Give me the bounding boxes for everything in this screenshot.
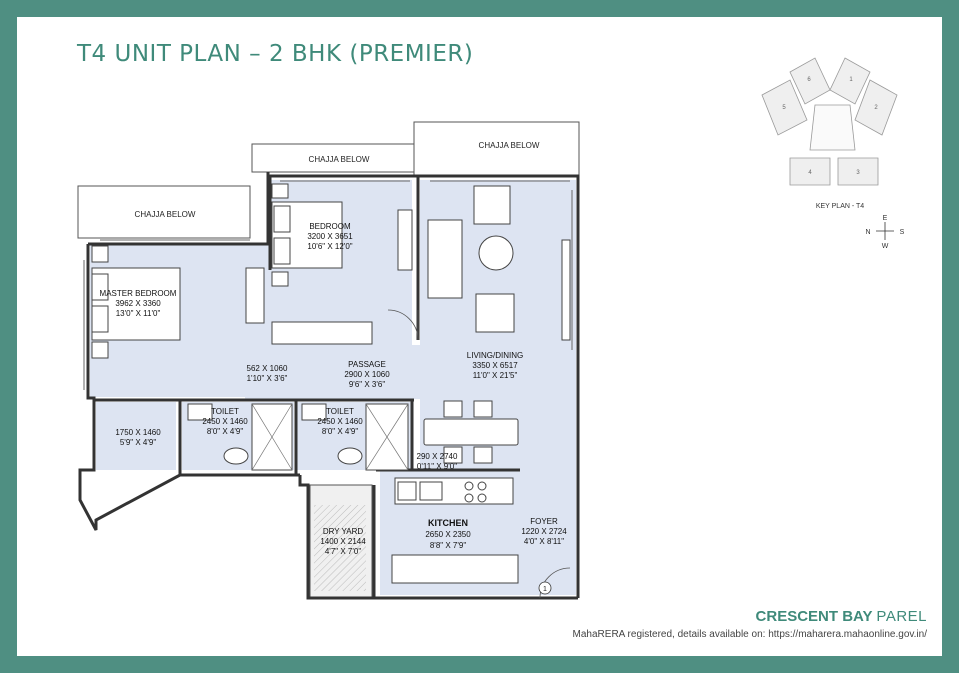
living-name: LIVING/DINING	[467, 351, 523, 360]
utility-floor	[96, 402, 176, 470]
key-unit-label: 5	[782, 105, 786, 111]
key-plan-label: KEY PLAN - T4	[816, 203, 864, 210]
washbasin	[223, 447, 249, 465]
entry-label: 1	[543, 586, 547, 593]
dry-yard-mm: 1400 X 2144	[320, 537, 366, 546]
chajja-label: CHAJJA BELOW	[479, 141, 540, 150]
toilet2-mm: 2450 X 1460	[317, 417, 363, 426]
master-bedroom-mm: 3962 X 3360	[115, 299, 161, 308]
compass-icon	[876, 222, 894, 240]
passage-name: PASSAGE	[348, 360, 386, 369]
sofa	[427, 219, 463, 299]
key-unit-1-shape	[829, 57, 871, 105]
foyer-name: FOYER	[530, 517, 558, 526]
foyer-mm: 1220 X 2724	[521, 527, 567, 536]
key-core-shape	[809, 104, 856, 151]
wc	[187, 403, 213, 421]
toilet2-ft: 8'0" X 4'9"	[322, 427, 358, 436]
dry-yard-ft: 4'7" X 7'0"	[325, 547, 361, 556]
key-unit-3-shape	[837, 157, 879, 186]
living-ft: 11'0" X 21'5"	[473, 371, 518, 380]
passage-floor	[245, 345, 425, 399]
room-labels: BEDROOM 3200 X 3651 10'6" X 12'0" MASTER…	[100, 222, 568, 556]
coffee-table	[478, 235, 514, 271]
niche-ft: 1'10" X 3'6"	[247, 374, 288, 383]
page-title: T4 UNIT PLAN – 2 BHK (PREMIER)	[77, 41, 474, 67]
niche-mm: 562 X 1060	[247, 364, 288, 373]
entry-marker	[538, 581, 552, 595]
bedroom-mm: 3200 X 3651	[307, 232, 353, 241]
key-unit-2-shape	[854, 79, 898, 136]
compass-w: W	[882, 243, 889, 250]
brand-logo: CRESCENT BAY PAREL	[756, 608, 927, 625]
chajja-areas	[77, 121, 580, 239]
key-unit-label: 2	[874, 105, 878, 111]
wc	[301, 403, 327, 421]
key-unit-label: 6	[807, 77, 811, 83]
walls	[78, 172, 580, 600]
key-unit-4-shape	[789, 157, 831, 186]
key-unit-label: 4	[808, 170, 812, 176]
brand-suffix: PAREL	[876, 608, 927, 625]
passage-mm: 2900 X 1060	[344, 370, 390, 379]
chajja-label: CHAJJA BELOW	[135, 210, 196, 219]
kitchen-mm: 2650 X 2350	[425, 530, 471, 539]
duct-mm: 290 X 2740	[417, 452, 458, 461]
master-wardrobe	[245, 267, 265, 324]
key-unit-label: 3	[856, 170, 860, 176]
compass-s: S	[900, 229, 905, 236]
compass-n: N	[865, 229, 870, 236]
toilet1-ft: 8'0" X 4'9"	[207, 427, 243, 436]
door-swings	[387, 309, 571, 599]
armchair	[473, 185, 511, 225]
dry-yard-name: DRY YARD	[323, 527, 364, 536]
toilet2-name: TOILET	[326, 407, 354, 416]
tv-unit	[561, 239, 571, 341]
dry-yard-hatch	[314, 505, 366, 591]
key-plan	[761, 57, 898, 186]
bedroom-wardrobe	[271, 321, 373, 345]
bedroom-desk	[397, 209, 413, 271]
passage-ft: 9'6" X 3'6"	[349, 380, 385, 389]
duct-ft: 0'11" X 9'0"	[417, 462, 457, 471]
shower-diagonals	[251, 403, 409, 471]
chajja-label: CHAJJA BELOW	[309, 155, 370, 164]
armchair	[475, 293, 515, 333]
furniture	[91, 183, 571, 584]
kitchen-name: KITCHEN	[428, 518, 468, 528]
kitchen-ft: 8'8" X 7'9"	[430, 541, 466, 550]
master-bedroom-ft: 13'0" X 11'0"	[116, 309, 161, 318]
utility-mm: 1750 X 1460	[115, 428, 161, 437]
foyer-floor	[518, 470, 576, 595]
bedroom-name: BEDROOM	[309, 222, 351, 231]
key-unit-5-shape	[761, 79, 808, 136]
dining-table	[423, 418, 519, 446]
washbasin	[337, 447, 363, 465]
master-bedroom-name: MASTER BEDROOM	[100, 289, 177, 298]
foyer-ft: 4'0" X 8'11"	[524, 537, 564, 546]
rera-notice: MahaRERA registered, details available o…	[572, 629, 927, 640]
window-lines	[83, 180, 573, 390]
key-unit-label: 1	[849, 77, 853, 83]
kitchen-counter-lower	[391, 554, 519, 584]
toilet1-name: TOILET	[211, 407, 239, 416]
living-mm: 3350 X 6517	[472, 361, 518, 370]
toilet1-mm: 2450 X 1460	[202, 417, 248, 426]
bedroom-ft: 10'6" X 12'0"	[307, 242, 352, 251]
brand-name: CRESCENT BAY	[755, 608, 873, 625]
compass-e: E	[883, 215, 888, 222]
utility-ft: 5'9" X 4'9"	[120, 438, 156, 447]
